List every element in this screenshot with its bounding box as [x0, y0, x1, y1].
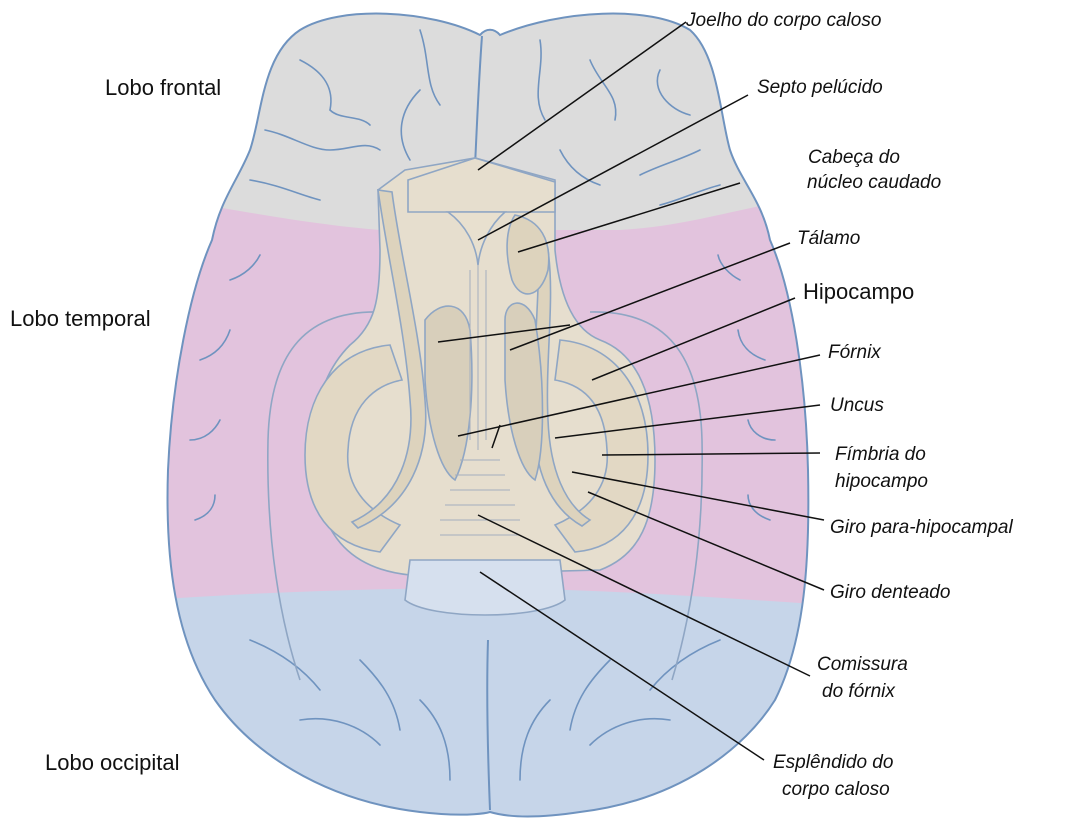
- label-thalamus: Tálamo: [797, 228, 860, 249]
- label-commissure-line2: do fórnix: [822, 681, 896, 702]
- label-commissure-line1: Comissura: [817, 654, 908, 675]
- label-parahippocampal: Giro para-hipocampal: [830, 517, 1013, 538]
- label-septum: Septo pelúcido: [757, 77, 883, 98]
- label-fimbria-line1: Fímbria do: [835, 444, 926, 465]
- label-occipital-lobe: Lobo occipital: [45, 750, 180, 775]
- label-caudate-line2: núcleo caudado: [807, 172, 941, 193]
- label-dentate: Giro denteado: [830, 582, 950, 603]
- label-hippocampus: Hipocampo: [803, 279, 914, 304]
- label-splenium-line1: Esplêndido do: [773, 752, 893, 773]
- label-fimbria-line2: hipocampo: [835, 471, 928, 492]
- label-frontal-lobe: Lobo frontal: [105, 75, 221, 100]
- label-temporal-lobe: Lobo temporal: [10, 306, 151, 331]
- label-genu: Joelho do corpo caloso: [685, 10, 881, 31]
- label-fornix: Fórnix: [828, 342, 882, 363]
- label-splenium-line2: corpo caloso: [782, 779, 890, 800]
- label-uncus: Uncus: [830, 395, 884, 416]
- splenium-shape: [405, 560, 565, 615]
- label-caudate-line1: Cabeça do: [808, 147, 900, 168]
